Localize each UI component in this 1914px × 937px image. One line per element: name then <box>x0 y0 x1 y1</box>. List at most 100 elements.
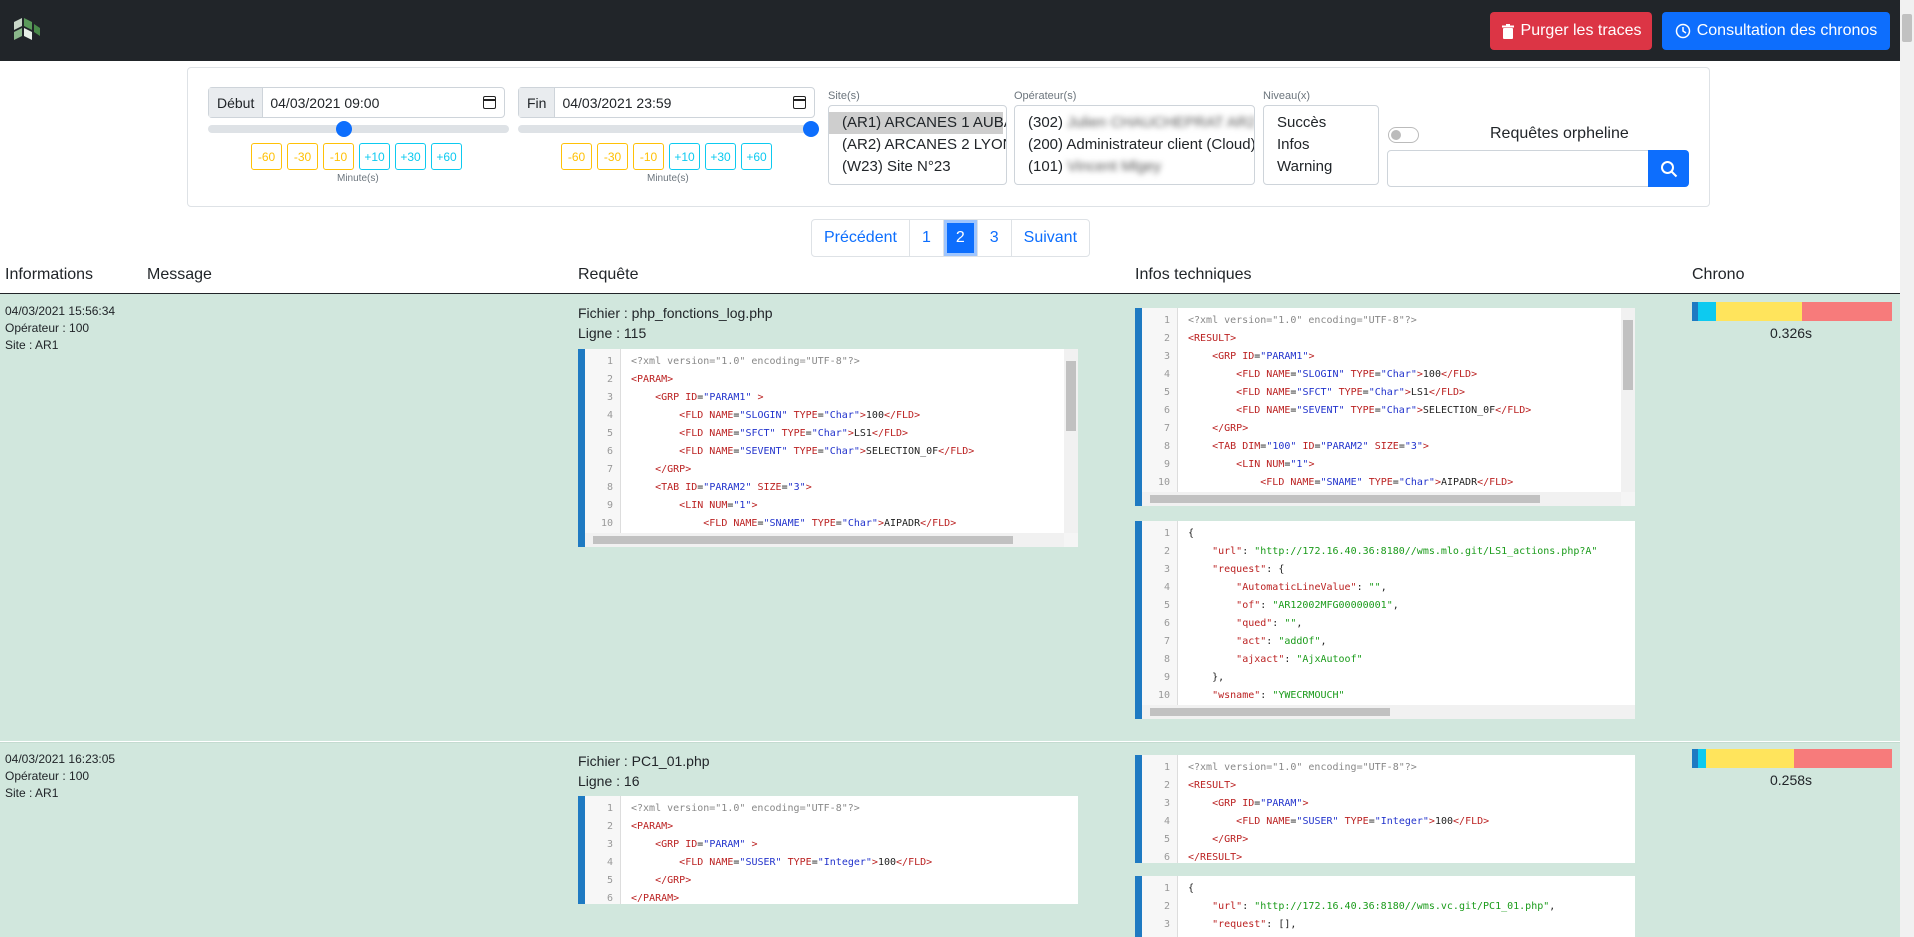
line-number: 2 <box>606 821 613 832</box>
page-scrollbar[interactable] <box>1900 0 1914 937</box>
niveau-option[interactable]: Succès <box>1277 114 1327 131</box>
step-button-plus30[interactable]: +30 <box>395 143 426 170</box>
pagination-prev[interactable]: Précédent <box>812 220 910 256</box>
code-line: <FLD NAME="SLOGIN" TYPE="Char">100</FLD> <box>1236 369 1478 380</box>
step-button-minus30[interactable]: -30 <box>597 143 628 170</box>
top-navbar: Purger les traces Consultation des chron… <box>0 0 1900 61</box>
operateurs-select[interactable]: (302) Julien CHAUCHEPRAT AR2 (200) Admin… <box>1014 105 1255 185</box>
step-button-plus60[interactable]: +60 <box>431 143 462 170</box>
step-button-minus30[interactable]: -30 <box>287 143 318 170</box>
calendar-icon[interactable] <box>483 96 496 109</box>
row-ligne: Ligne : 16 <box>578 773 640 789</box>
row-fichier-info: Fichier : PC1_01.php Ligne : 16 <box>578 751 710 791</box>
fin-label: Fin <box>519 88 556 117</box>
code-line: </GRP> <box>1212 423 1249 434</box>
line-number: 5 <box>1163 600 1170 611</box>
step-button-minus60[interactable]: -60 <box>561 143 592 170</box>
row-date: 04/03/2021 16:23:05 <box>5 752 116 766</box>
site-option[interactable]: (AR1) ARCANES 1 AUBAGNE <box>829 112 1006 134</box>
site-option[interactable]: (AR2) ARCANES 2 LYON <box>842 136 1007 153</box>
code-line: <RESULT> <box>1188 780 1237 791</box>
line-number: 10 <box>600 518 613 529</box>
line-number: 1 <box>606 356 613 367</box>
consult-chronos-button[interactable]: Consultation des chronos <box>1662 12 1890 50</box>
chrono-segment <box>1698 749 1706 768</box>
debut-slider[interactable] <box>208 121 509 137</box>
pagination-page-2[interactable]: 2 <box>943 220 978 256</box>
search-input[interactable] <box>1387 150 1649 187</box>
code-hscrollbar[interactable] <box>1142 705 1635 719</box>
step-button-plus10[interactable]: +10 <box>669 143 700 170</box>
code-line: <?xml version="1.0" encoding="UTF-8"?> <box>631 803 860 814</box>
purge-traces-button[interactable]: Purger les traces <box>1490 12 1652 50</box>
fin-input-group[interactable]: Fin 04/03/2021 23:59 <box>518 87 815 118</box>
line-number: 9 <box>1163 672 1170 683</box>
col-header-informations: Informations <box>5 266 94 283</box>
code-line: "url": "http://172.16.40.36:8180//wms.ml… <box>1212 546 1598 557</box>
line-number: 1 <box>1163 883 1170 894</box>
step-button-plus30[interactable]: +30 <box>705 143 736 170</box>
line-number: 5 <box>1163 834 1170 845</box>
pagination-next[interactable]: Suivant <box>1023 229 1078 246</box>
code-vscrollbar[interactable] <box>1064 349 1078 533</box>
app-logo[interactable] <box>10 14 42 46</box>
chrono-segment <box>1706 749 1794 768</box>
row-info: 04/03/2021 15:56:34 Opérateur : 100 Site… <box>5 303 115 354</box>
code-line: <FLD NAME="SUSER" TYPE="Integer">100</FL… <box>1236 816 1490 827</box>
row-fichier: Fichier : PC1_01.php <box>578 753 710 769</box>
search-button[interactable] <box>1648 150 1689 187</box>
pagination-page-1[interactable]: 1 <box>910 220 944 256</box>
code-vscrollbar[interactable] <box>1621 308 1635 492</box>
line-number: 3 <box>606 839 613 850</box>
fin-slider-handle[interactable] <box>803 121 819 137</box>
code-hscrollbar[interactable] <box>1142 492 1621 506</box>
debut-value[interactable]: 04/03/2021 09:00 <box>270 94 380 111</box>
code-line: </RESULT> <box>1188 852 1243 863</box>
step-button-minus10[interactable]: -10 <box>323 143 354 170</box>
debut-input-group[interactable]: Début 04/03/2021 09:00 <box>208 87 505 118</box>
niveau-option[interactable]: Infos <box>1277 136 1310 153</box>
fin-steps: -60-30-10+10+30+60 <box>561 143 772 170</box>
code-line: "qued": "", <box>1236 618 1303 629</box>
niveau-option[interactable]: Warning <box>1277 158 1333 175</box>
line-number: 4 <box>606 857 613 868</box>
line-number: 8 <box>1163 654 1170 665</box>
site-option[interactable]: (W23) Site N°23 <box>842 158 951 175</box>
calendar-icon[interactable] <box>793 96 806 109</box>
code-hscrollbar[interactable] <box>585 533 1064 547</box>
line-number: 4 <box>606 410 613 421</box>
fin-slider[interactable] <box>518 121 819 137</box>
operateur-option[interactable]: (302) Julien CHAUCHEPRAT AR2 <box>1028 114 1255 131</box>
step-button-minus60[interactable]: -60 <box>251 143 282 170</box>
code-line: <GRP ID="PARAM"> <box>1212 798 1309 809</box>
code-line: </GRP> <box>655 464 692 475</box>
orphan-toggle[interactable] <box>1388 127 1419 143</box>
step-button-plus10[interactable]: +10 <box>359 143 390 170</box>
sites-select[interactable]: (AR1) ARCANES 1 AUBAGNE (AR2) ARCANES 2 … <box>828 105 1007 185</box>
debut-slider-handle[interactable] <box>336 121 353 137</box>
step-button-plus60[interactable]: +60 <box>741 143 772 170</box>
col-header-requete: Requête <box>578 266 639 283</box>
chrono-bar <box>1692 302 1892 321</box>
row-operateur: Opérateur : 100 <box>5 769 90 783</box>
col-header-message: Message <box>147 266 212 283</box>
code-line: "AutomaticLineValue": "", <box>1236 582 1387 593</box>
fin-value[interactable]: 04/03/2021 23:59 <box>562 94 672 111</box>
pagination-page-3[interactable]: 3 <box>978 220 1012 256</box>
operateur-option[interactable]: (200) Administrateur client (Cloud) <box>1028 136 1255 153</box>
line-number: 9 <box>1163 459 1170 470</box>
code-line: <LIN NUM="1"> <box>1236 459 1315 470</box>
line-number: 2 <box>1163 546 1170 557</box>
niveaux-select[interactable]: Succès Infos Warning <box>1263 105 1379 185</box>
operateur-option[interactable]: (101) Vincent Mlgey <box>1028 158 1162 175</box>
purge-traces-label: Purger les traces <box>1520 22 1642 39</box>
code-line: "wsname": "YWECRMOUCH" <box>1212 690 1345 701</box>
step-button-minus10[interactable]: -10 <box>633 143 664 170</box>
code-line: <GRP ID="PARAM" > <box>655 839 758 850</box>
